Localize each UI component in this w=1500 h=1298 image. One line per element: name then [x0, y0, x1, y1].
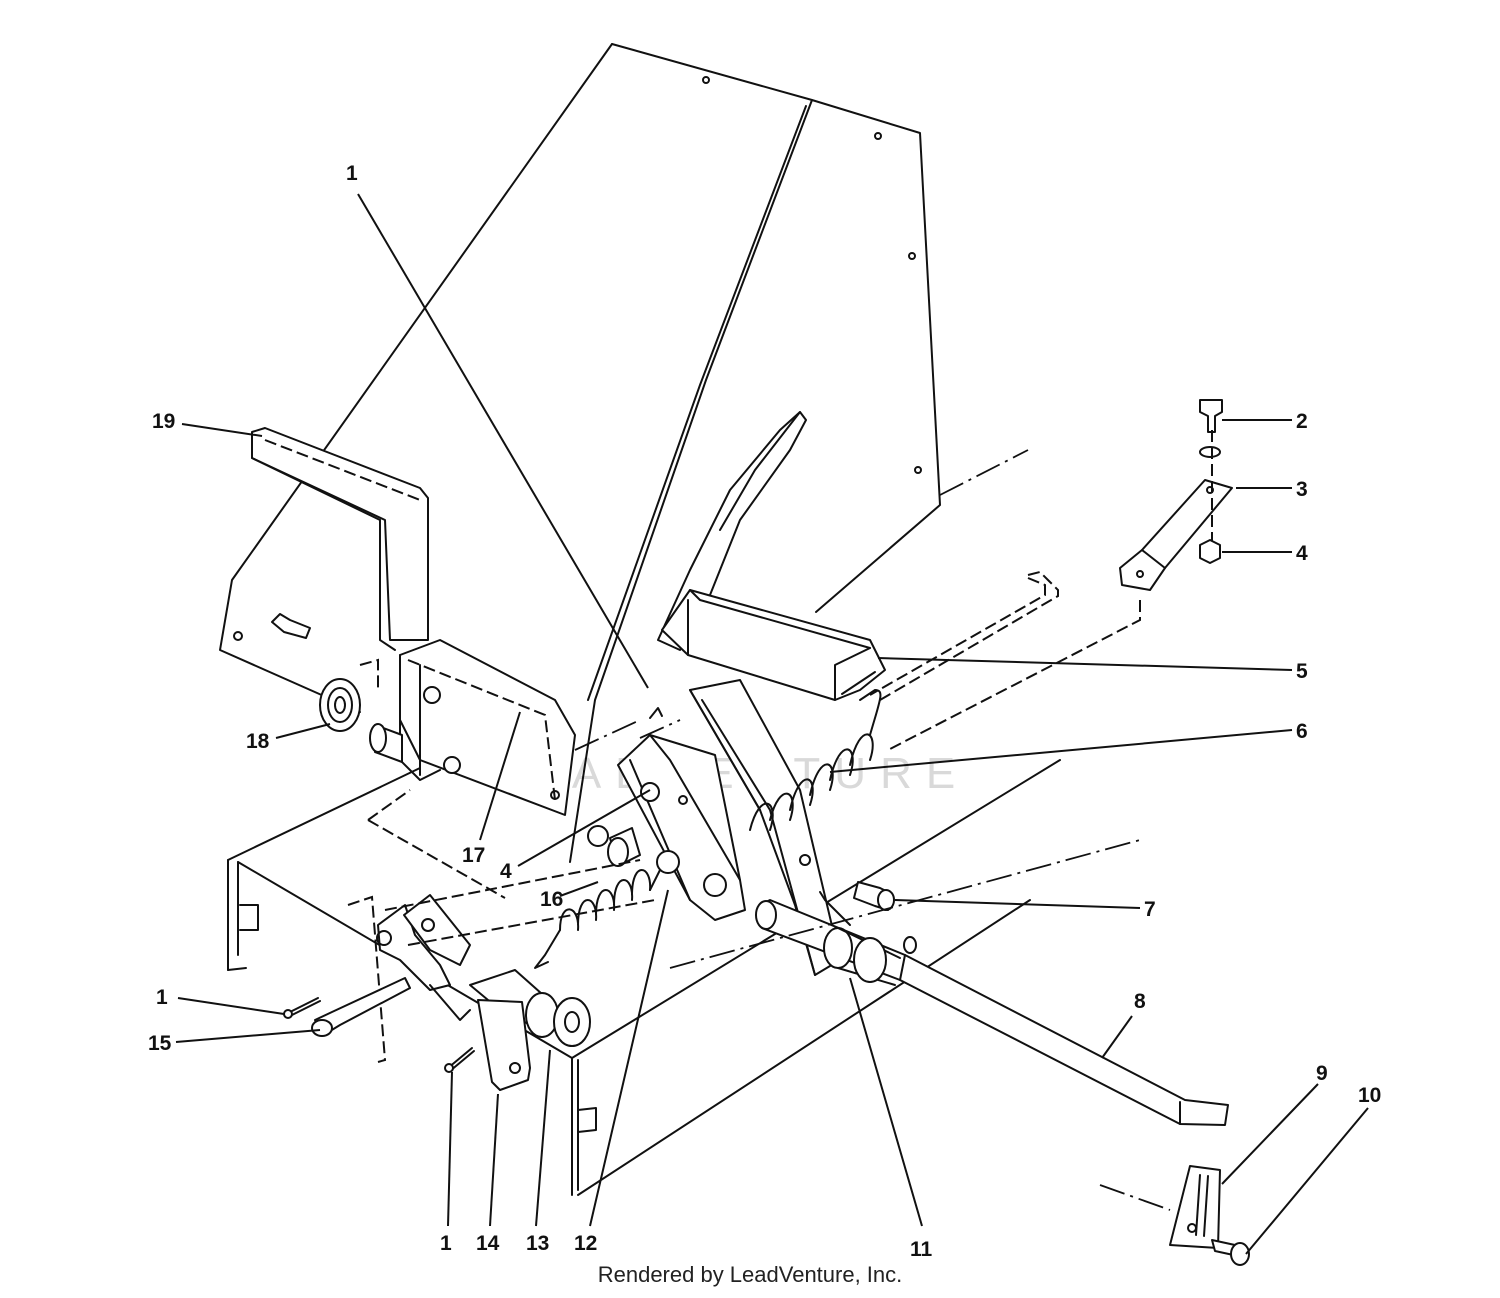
- callout-4-center: 4: [500, 860, 512, 883]
- callout-1-bottom: 1: [440, 1232, 452, 1255]
- callout-1-top: 1: [346, 162, 358, 185]
- callout-1-left: 1: [156, 986, 168, 1009]
- part-14-lever: [477, 999, 531, 1091]
- callout-2: 2: [1296, 410, 1308, 433]
- callout-12: 12: [574, 1232, 597, 1255]
- part-6-spring: [649, 689, 882, 831]
- link-rod: [869, 570, 1141, 751]
- part-1-cotter-pin: [283, 997, 475, 1073]
- callout-8: 8: [1134, 990, 1146, 1013]
- callout-14: 14: [476, 1232, 500, 1255]
- callout-11: 11: [910, 1238, 933, 1261]
- part-16-spring: [534, 869, 661, 969]
- part-17-housing: [399, 639, 576, 816]
- part-7-bolt: [853, 881, 895, 911]
- callout-7: 7: [1144, 898, 1156, 921]
- fender-panel: [219, 43, 941, 863]
- part-2-bolt: [1199, 399, 1223, 433]
- callout-5: 5: [1296, 660, 1308, 683]
- part-5-pedal-pad: [661, 589, 886, 701]
- part-9-plate: [1169, 1165, 1221, 1249]
- callout-labels: 19 1 2 3 4 5 6 18 17 4 16 7 8 1 15 9 10 …: [148, 162, 1381, 1261]
- callout-17: 17: [462, 844, 485, 867]
- callout-16: 16: [540, 888, 563, 911]
- part-3-clamp: [1119, 430, 1233, 591]
- callout-13: 13: [526, 1232, 549, 1255]
- part-3-washer: [1199, 446, 1221, 458]
- callout-6: 6: [1296, 720, 1308, 743]
- part-11-collar: [819, 891, 917, 986]
- part-8-shaft: [755, 899, 1229, 1126]
- center-lines: [574, 449, 1171, 1211]
- callout-15: 15: [148, 1032, 172, 1055]
- part-12-lever-plate: [617, 734, 746, 921]
- leader-lines: [175, 193, 1369, 1255]
- callout-4-right: 4: [1296, 542, 1308, 565]
- part-16-bushing: [587, 825, 641, 867]
- callout-18: 18: [246, 730, 270, 753]
- callout-3: 3: [1296, 478, 1308, 501]
- part-19-bracket: [233, 427, 429, 651]
- part-4-nut: [1199, 539, 1221, 564]
- part-15-pin: [311, 977, 411, 1037]
- panel-screw-hole: [702, 76, 922, 474]
- part-18-spring: [319, 658, 403, 763]
- render-credit: Rendered by LeadVenture, Inc.: [597, 1262, 903, 1287]
- bracket-bolt: [271, 613, 311, 639]
- callout-19: 19: [152, 410, 175, 433]
- callout-9: 9: [1316, 1062, 1328, 1085]
- callout-10: 10: [1358, 1084, 1381, 1107]
- left-bracket-arms: [347, 859, 656, 1063]
- part-10-bolt: [1211, 1239, 1250, 1266]
